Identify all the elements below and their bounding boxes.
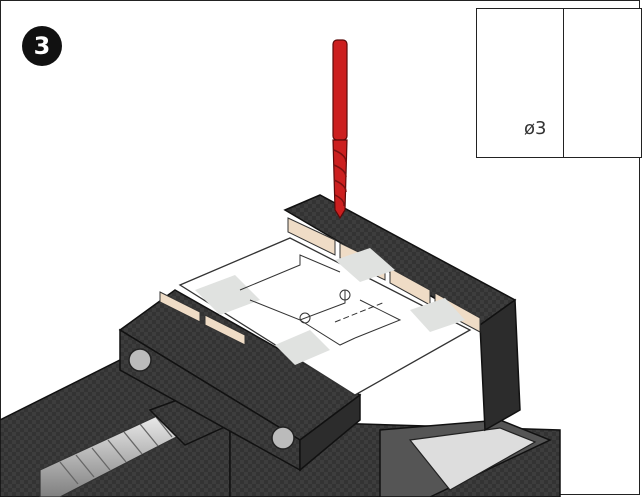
step-number-badge: 3: [22, 26, 62, 66]
drill-bit: [332, 39, 348, 220]
drill-size-label: ø3: [524, 118, 547, 139]
vise-movable-jaw: [118, 289, 362, 472]
parts-inset-panel: [476, 8, 642, 158]
workpiece-template: [178, 237, 472, 396]
inset-divider: [563, 9, 564, 157]
